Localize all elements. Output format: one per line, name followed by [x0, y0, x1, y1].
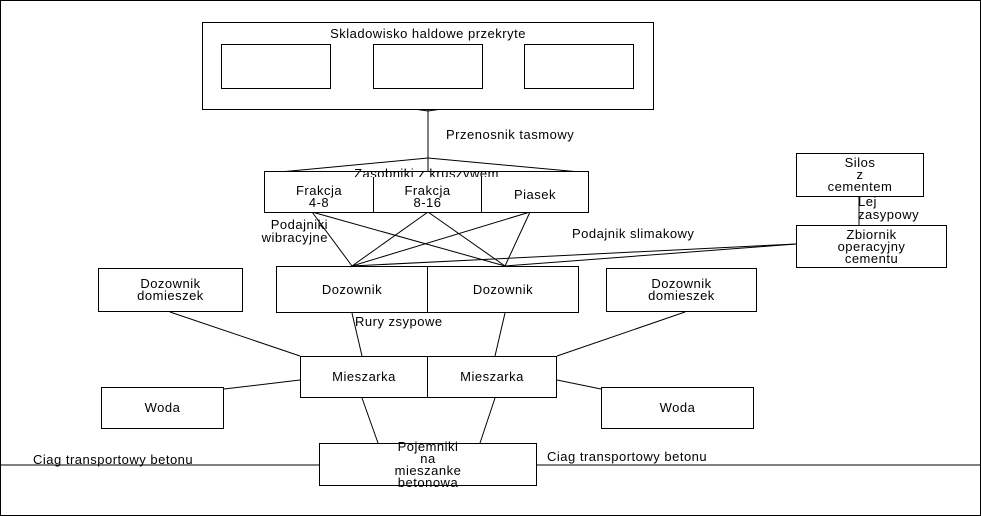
- mixer-left: Mieszarka: [300, 356, 428, 398]
- transport-label-right: Ciag transportowy betonu: [547, 449, 708, 464]
- mixer-out-line: [479, 397, 496, 444]
- mixer-out-line: [361, 397, 379, 444]
- feeder-line: [351, 211, 531, 267]
- chute-line: [351, 312, 363, 357]
- feeder-line: [311, 211, 353, 267]
- screw-feeder-line: [351, 243, 797, 267]
- hopper-label: Lej zasypowy: [858, 194, 920, 222]
- cement-tank-box: Zbiornik operacyjny cementu: [796, 225, 947, 268]
- water-line-right: [556, 379, 602, 390]
- mixer-right: Mieszarka: [427, 356, 557, 398]
- water-line-left: [223, 379, 301, 390]
- feeder-line: [311, 211, 506, 267]
- admixture-doser-right: Dozownik domieszek: [606, 268, 757, 312]
- containers-box: Pojemniki na mieszanke betonowa: [319, 440, 537, 489]
- admixture-line-right: [556, 311, 686, 357]
- feeder-line: [504, 211, 531, 267]
- conveyor-fan-right: [427, 157, 581, 173]
- transport-label-left: Ciag transportowy betonu: [33, 452, 194, 467]
- doser-right: Dozownik: [427, 266, 579, 313]
- storage-bin-3: [524, 44, 634, 89]
- chutes-label: Rury zsypowe: [355, 314, 443, 329]
- screw-feeder-label: Podajnik slimakowy: [572, 226, 695, 241]
- aggregate-cell-sand: Piasek: [481, 177, 589, 213]
- chute-line: [494, 312, 506, 357]
- water-right: Woda: [601, 387, 754, 429]
- aggregate-cell-8-16: Frakcja 8-16: [373, 177, 482, 213]
- storage-yard-title: Skladowisko haldowe przekryte: [330, 26, 526, 41]
- feeder-line: [427, 211, 506, 267]
- screw-feeder-line: [504, 243, 797, 267]
- conveyor-label: Przenosnik tasmowy: [446, 127, 575, 142]
- storage-bin-1: [221, 44, 331, 89]
- admixture-doser-left: Dozownik domieszek: [98, 268, 243, 312]
- water-left: Woda: [101, 387, 224, 429]
- cement-silo-box: Silos z cementem: [796, 153, 924, 197]
- admixture-line-left: [169, 311, 301, 357]
- aggregate-cell-4-8: Frakcja 4-8: [264, 177, 374, 213]
- storage-bin-2: [373, 44, 483, 89]
- conveyor-fan-left: [279, 157, 429, 173]
- vibratory-feeders-label: Podajniki wibracyjne: [261, 217, 328, 245]
- doser-left: Dozownik: [276, 266, 428, 313]
- feeder-line: [351, 211, 429, 267]
- aggregate-bins-title: Zasobniki z kruszywem: [354, 166, 499, 181]
